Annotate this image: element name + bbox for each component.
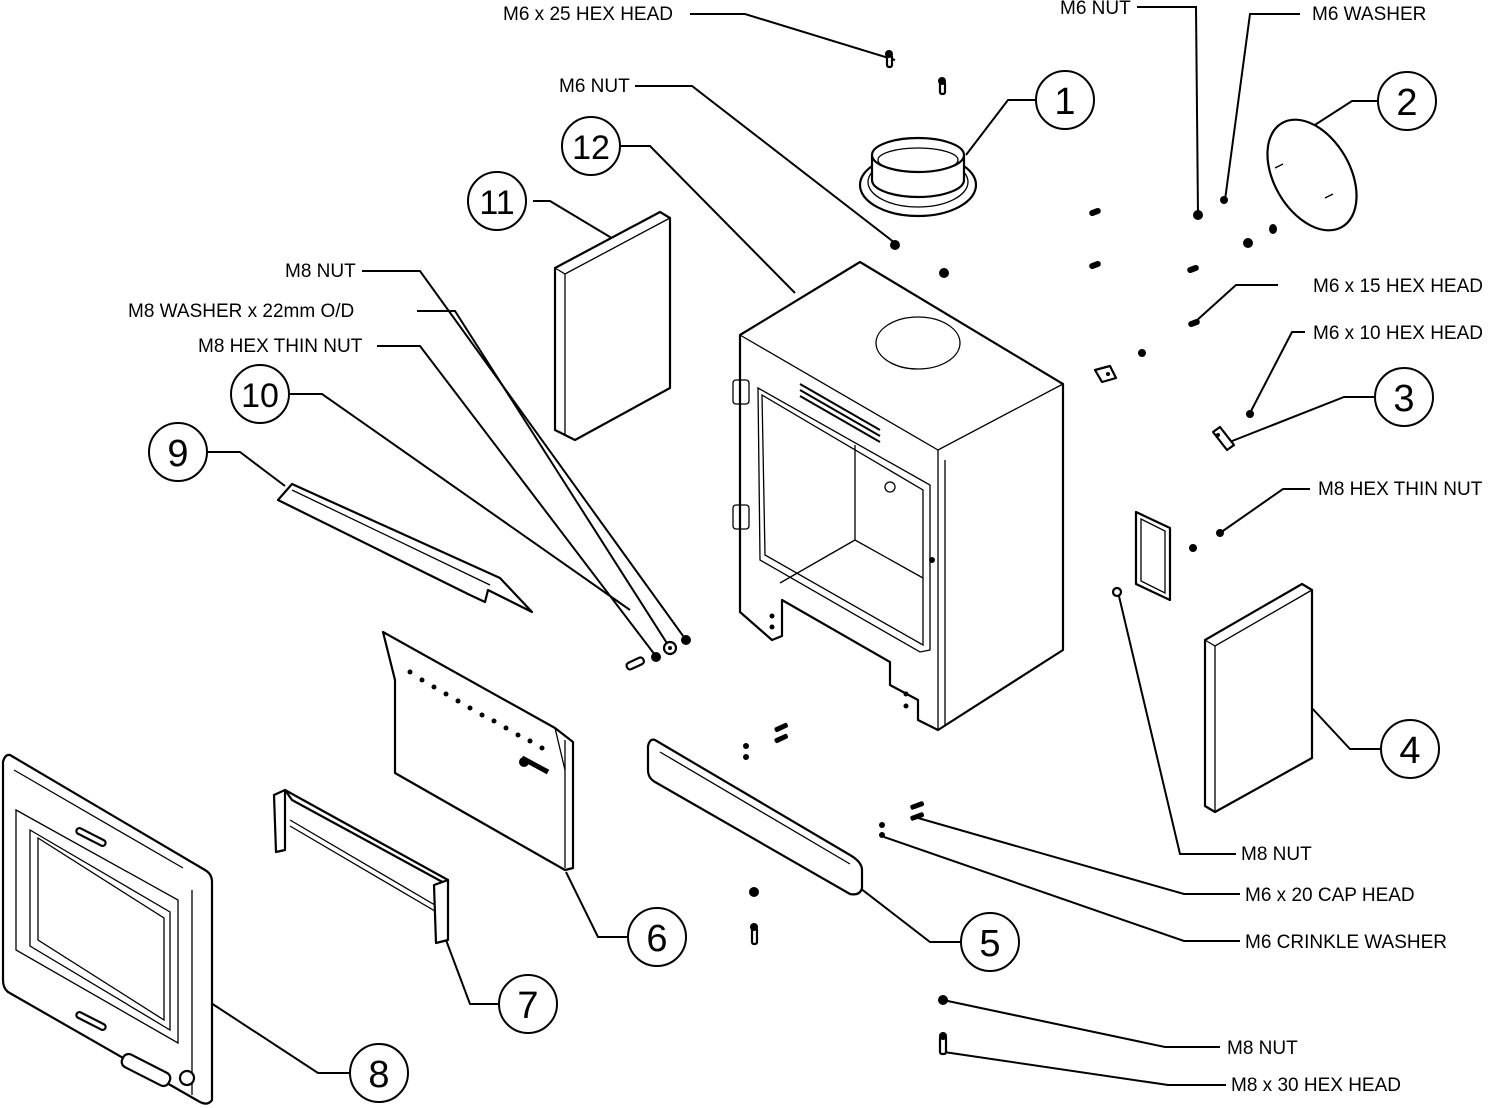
- label-m8-nut-left: M8 NUT: [285, 261, 356, 282]
- m6-nut-extra-1[interactable]: [1243, 238, 1253, 248]
- m6-washer-part[interactable]: [1220, 196, 1228, 204]
- m6-crinkle-washer-2[interactable]: [879, 832, 885, 838]
- fixing-plate[interactable]: [1093, 364, 1118, 384]
- label-m6-nut-left: M6 NUT: [559, 76, 630, 97]
- label-m6-15-hex-head: M6 x 15 HEX HEAD: [1313, 276, 1483, 297]
- part-callout-8[interactable]: 8: [349, 1043, 409, 1103]
- part-callout-12[interactable]: 12: [561, 116, 621, 176]
- gasket-panel[interactable]: [1134, 510, 1172, 602]
- part-callout-6[interactable]: 6: [627, 907, 687, 967]
- m6-bolt-c[interactable]: [1186, 264, 1199, 274]
- m6-bolt-top[interactable]: [938, 77, 947, 96]
- m6-nut-extra-2[interactable]: [1269, 224, 1277, 234]
- label-m6-washer: M6 WASHER: [1312, 4, 1426, 25]
- label-m8-nut-bottom: M8 NUT: [1227, 1038, 1298, 1059]
- m6-nut-top-left[interactable]: [890, 240, 900, 250]
- label-m8-30-hex-head: M8 x 30 HEX HEAD: [1231, 1075, 1401, 1096]
- side-brick-right[interactable]: [1203, 582, 1314, 814]
- label-m8-hex-thin-nut-left: M8 HEX THIN NUT: [198, 336, 363, 357]
- part-callout-7[interactable]: 7: [498, 974, 558, 1034]
- flue-collar[interactable]: [858, 136, 978, 218]
- ashpan-front-trim[interactable]: [646, 738, 864, 896]
- m6-bolt-a[interactable]: [1088, 207, 1101, 217]
- label-m6-nut-top: M6 NUT: [1060, 0, 1131, 19]
- part-callout-11[interactable]: 11: [467, 171, 527, 231]
- m8-30-hex-bolt[interactable]: [938, 1032, 948, 1056]
- svg-text:6: 6: [646, 918, 667, 960]
- m6-nut-top-center[interactable]: [939, 268, 949, 278]
- m6-washer-centre-1[interactable]: [743, 743, 749, 749]
- part-callout-10[interactable]: 10: [230, 364, 290, 424]
- svg-text:4: 4: [1399, 730, 1420, 772]
- part-callout-2[interactable]: 2: [1377, 71, 1437, 131]
- m6-25-hex-bolt[interactable]: [885, 50, 894, 69]
- baffle-bolt-set[interactable]: [625, 635, 691, 671]
- label-m6-20-cap-head: M6 x 20 CAP HEAD: [1245, 885, 1415, 906]
- side-brick-left[interactable]: [553, 210, 672, 442]
- m6-10-hex-bolt[interactable]: [1246, 410, 1254, 418]
- m8-nut-right-part[interactable]: [1111, 586, 1123, 598]
- door-assembly[interactable]: [1, 753, 214, 1105]
- m6-nut-small[interactable]: [1138, 349, 1146, 357]
- baffle-plate[interactable]: [381, 630, 575, 872]
- m6-washer-centre-2[interactable]: [743, 754, 749, 760]
- grate-bar[interactable]: [272, 788, 450, 945]
- m6-20-cap-head-bolts[interactable]: [910, 801, 925, 821]
- blanking-plate[interactable]: [1249, 104, 1375, 246]
- label-m8-hex-thin-nut-right: M8 HEX THIN NUT: [1318, 479, 1483, 500]
- stove-body[interactable]: [732, 260, 1065, 732]
- part-callout-1[interactable]: 1: [1035, 70, 1095, 130]
- svg-text:9: 9: [167, 433, 188, 475]
- part-callout-5[interactable]: 5: [960, 912, 1020, 972]
- svg-text:10: 10: [241, 377, 279, 415]
- label-m6-10-hex-head: M6 x 10 HEX HEAD: [1313, 323, 1483, 344]
- m6-15-hex-bolt[interactable]: [1187, 318, 1200, 328]
- svg-text:12: 12: [572, 129, 610, 167]
- svg-text:11: 11: [479, 184, 514, 222]
- m6-nut-right[interactable]: [1193, 210, 1203, 220]
- svg-text:3: 3: [1393, 378, 1414, 420]
- throat-plate[interactable]: [276, 482, 534, 614]
- m6-bolt-b[interactable]: [1088, 260, 1101, 270]
- label-m8-washer: M8 WASHER x 22mm O/D: [128, 301, 354, 322]
- m6-crinkle-washer-1[interactable]: [879, 822, 885, 828]
- m8-nut-centre[interactable]: [749, 887, 759, 897]
- svg-text:8: 8: [368, 1054, 389, 1096]
- svg-text:5: 5: [979, 923, 1000, 965]
- svg-text:7: 7: [517, 985, 538, 1027]
- label-m6-25-hex-head: M6 x 25 HEX HEAD: [503, 4, 673, 25]
- part-callout-4[interactable]: 4: [1380, 719, 1440, 779]
- m8-nut-bottom-part[interactable]: [938, 995, 948, 1005]
- part-callout-3[interactable]: 3: [1374, 367, 1434, 427]
- bracket[interactable]: [1211, 425, 1236, 452]
- m8-hex-thin-nut-right-part[interactable]: [1216, 529, 1224, 537]
- m8-bolt-centre[interactable]: [750, 923, 759, 946]
- m6-bolt-pair-centre[interactable]: [774, 722, 789, 744]
- part-callout-9[interactable]: 9: [148, 422, 208, 482]
- svg-text:1: 1: [1054, 81, 1075, 123]
- m8-nut-extra[interactable]: [1189, 544, 1197, 552]
- label-m6-crinkle-washer: M6 CRINKLE WASHER: [1245, 932, 1447, 953]
- leader-lines: [207, 6, 1381, 1086]
- label-m8-nut-right: M8 NUT: [1241, 844, 1312, 865]
- svg-text:2: 2: [1396, 82, 1417, 124]
- fasteners: [743, 50, 1277, 1056]
